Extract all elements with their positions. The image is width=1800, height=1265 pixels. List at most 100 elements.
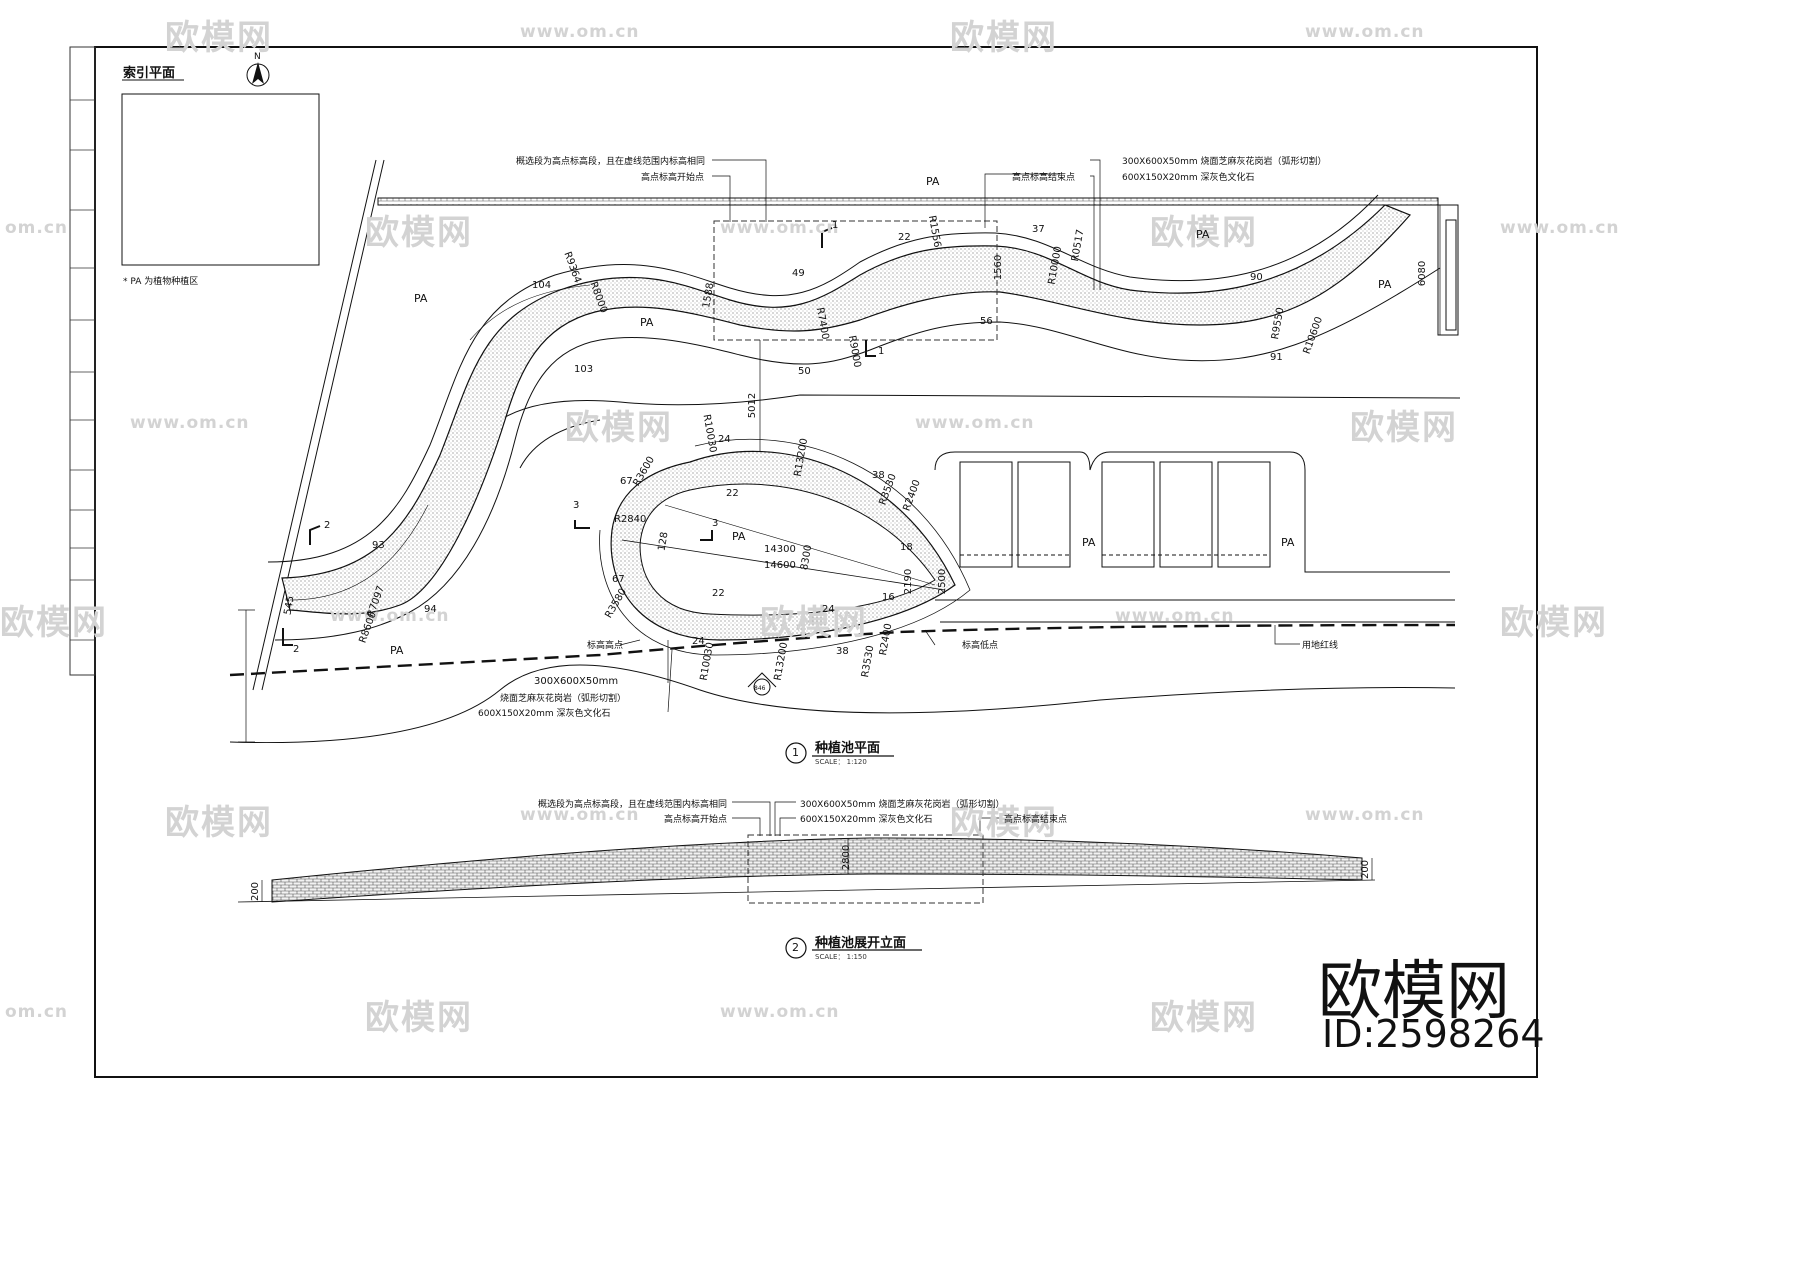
elevation-number: 2 — [792, 941, 799, 954]
elev-dim-right: 200 — [1360, 859, 1372, 880]
leader-lines — [619, 159, 1300, 713]
dim-label: 103 — [574, 364, 594, 375]
elevation-marker-number: 846 — [754, 685, 766, 692]
note-culture-stone: 600X150X20mm 深灰色文化石 — [1122, 173, 1255, 183]
watermark-logo: 欧模网 — [365, 213, 473, 253]
dim-label: 14300 — [764, 544, 796, 555]
watermark-logo: 欧模网 — [760, 603, 868, 643]
pa-label: PA — [732, 530, 746, 543]
watermark-logo: 欧模网 — [1500, 603, 1608, 643]
plan-number-bubble — [785, 742, 807, 764]
section-number: 1 — [878, 346, 885, 357]
note-bottom-stone: 600X150X20mm 深灰色文化石 — [478, 709, 611, 719]
pa-label: PA — [414, 292, 428, 305]
brand-name: 欧模网 — [1318, 955, 1510, 1029]
elevation-title: 种植池展开立面 — [815, 936, 907, 951]
watermark-url: www.om.cn — [1500, 218, 1620, 238]
pa-label: PA — [1281, 536, 1295, 549]
note-high-point: 标高高点 — [587, 641, 624, 651]
watermark-logo: 欧模网 — [1350, 408, 1458, 448]
dimension-lines — [238, 205, 1441, 743]
elevation-wall — [237, 834, 1376, 904]
watermark-url: www.om.cn — [1115, 606, 1235, 626]
model-id: ID:2598264 — [1322, 1012, 1545, 1056]
section-number: 3 — [712, 518, 719, 529]
watermark-url: www.om.cn — [520, 805, 640, 825]
elevation-number-bubble — [785, 937, 807, 959]
dim-label: 22 — [712, 588, 725, 599]
title-strip — [69, 46, 96, 676]
dim-label: 37 — [1032, 224, 1045, 235]
dim-label: 5012 — [747, 392, 759, 419]
elev-note-paver: 300X600X50mm 烧面芝麻灰花岗岩（弧形切割） — [800, 800, 1005, 810]
note-high-start: 高点标高开始点 — [641, 173, 705, 183]
section-number: 2 — [293, 644, 300, 655]
dim-label: 16 — [882, 592, 895, 603]
dim-label: 24 — [692, 636, 705, 647]
note-bottom-paver: 烧面芝麻灰花岗岩（弧形切割） — [500, 694, 627, 704]
elev-note-level-segment: 概选段为高点标高段，且在虚线范围内标高相同 — [538, 800, 728, 810]
plan-number: 1 — [792, 746, 799, 759]
dim-label: 67 — [620, 476, 633, 487]
watermark-logo: 欧模网 — [565, 408, 673, 448]
dim-label: 2500 — [937, 568, 949, 595]
top-paving-strip — [377, 197, 1439, 206]
note-low-point: 标高低点 — [962, 641, 999, 651]
dim-label: 67 — [612, 574, 625, 585]
watermark-url: om.cn — [5, 218, 69, 238]
note-high-end: 高点标高结束点 — [1012, 173, 1076, 183]
dim-label: 22 — [726, 488, 739, 499]
dim-label: 24 — [822, 604, 835, 615]
dim-label: 50 — [798, 366, 811, 377]
index-plan-note: * PA 为植物种植区 — [123, 277, 199, 287]
watermark-url: www.om.cn — [1305, 22, 1425, 42]
dim-label: 1560 — [993, 254, 1005, 281]
dim-label: 38 — [836, 646, 849, 657]
elevation-marker-icon — [747, 672, 777, 696]
note-paver: 300X600X50mm 烧面芝麻灰花岗岩（弧形切割） — [1122, 157, 1327, 167]
pa-label: PA — [1378, 278, 1392, 291]
north-label: N — [254, 52, 261, 62]
pa-label: PA — [390, 644, 404, 657]
watermark-url: www.om.cn — [330, 606, 450, 626]
index-plan-title: 索引平面 — [123, 66, 176, 81]
index-plan-box — [121, 93, 320, 266]
section-number: 2 — [324, 520, 331, 531]
pa-label: PA — [640, 316, 654, 329]
watermark-url: www.om.cn — [720, 1002, 840, 1022]
dim-label: 104 — [532, 280, 552, 291]
building-frames — [934, 204, 1459, 623]
dim-label: 6080 — [1417, 260, 1429, 287]
watermark-url: www.om.cn — [720, 218, 840, 238]
dim-label: 49 — [792, 268, 805, 279]
drawing-sheet — [69, 46, 1538, 1078]
watermark-url: om.cn — [5, 1002, 69, 1022]
dim-label: 91 — [1270, 352, 1283, 363]
watermark-logo: 欧模网 — [165, 18, 273, 58]
dim-label: R2840 — [614, 514, 647, 525]
elev-note-high-end: 高点标高结束点 — [1004, 815, 1068, 825]
oval-planter — [599, 439, 971, 656]
section-markers — [282, 227, 876, 646]
elevation-scale: SCALE： 1:150 — [815, 953, 867, 961]
watermark-logo: 欧模网 — [950, 18, 1058, 58]
note-bottom-size: 300X600X50mm — [534, 676, 619, 687]
elev-dim-left: 200 — [250, 881, 262, 902]
elev-dim-mid: 2800 — [841, 844, 853, 871]
pa-label: PA — [1196, 228, 1210, 241]
watermark-url: www.om.cn — [915, 413, 1035, 433]
dim-label: 90 — [1250, 272, 1263, 283]
elev-note-culture-stone: 600X150X20mm 深灰色文化石 — [800, 815, 933, 825]
plan-scale: SCALE： 1:120 — [815, 758, 867, 766]
level-extent-box — [713, 220, 998, 341]
pa-label: PA — [926, 175, 940, 188]
north-arrow-icon — [246, 62, 270, 87]
elev-note-high-start: 高点标高开始点 — [664, 815, 728, 825]
pa-label: PA — [1082, 536, 1096, 549]
dim-label: 22 — [898, 232, 911, 243]
dim-label: 56 — [980, 316, 993, 327]
watermark-logo: 欧模网 — [1150, 998, 1258, 1038]
section-number: 1 — [832, 220, 839, 231]
road-edges — [229, 159, 1461, 744]
dim-label: 18 — [900, 542, 913, 553]
